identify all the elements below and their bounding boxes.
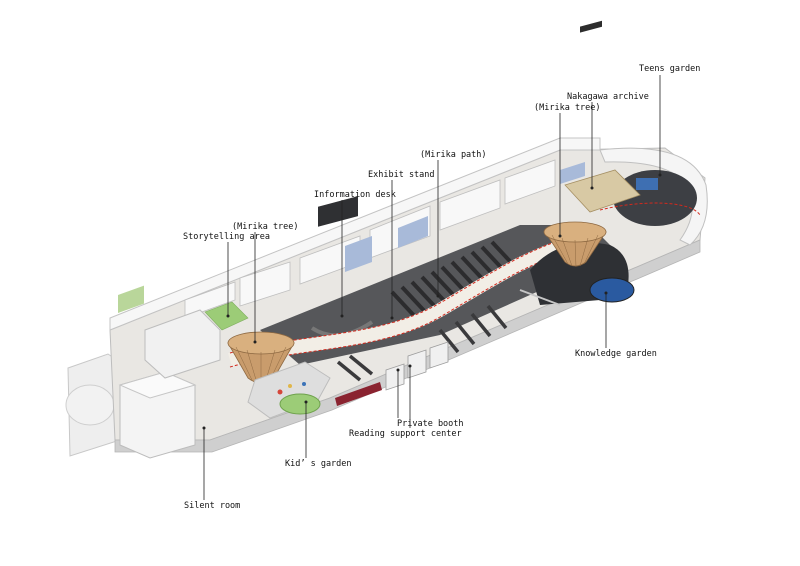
bookshelves-front <box>336 304 508 382</box>
left-green-patch <box>118 285 144 314</box>
leader-dots <box>202 173 662 430</box>
label-mirika-path: (Mirika path) <box>420 150 487 160</box>
teens-garden-wall <box>599 147 708 246</box>
leader-lines <box>203 75 661 500</box>
teens-garden-rug <box>636 178 658 190</box>
left-rooms <box>144 309 221 379</box>
teens-path-dash <box>599 202 701 216</box>
label-teens-garden: Teens garden <box>639 64 700 74</box>
label-information-desk: Information desk <box>314 190 396 200</box>
label-reading-support-center: Reading support center <box>349 429 462 439</box>
nakagawa-archive <box>564 20 641 213</box>
mirika-tree-left <box>227 331 295 385</box>
knowledge-garden-shelves <box>519 242 635 306</box>
label-mirika-tree-right: (Mirika tree) <box>534 103 601 113</box>
label-mirika-tree-left: (Mirika tree) <box>232 222 299 232</box>
label-knowledge-garden: Knowledge garden <box>575 349 657 359</box>
callout-labels: Teens garden Nakagawa archive (Mirika tr… <box>183 64 700 511</box>
mirika-path-edge-a <box>229 232 581 354</box>
label-storytelling-area: Storytelling area <box>183 232 270 242</box>
label-private-booth: Private booth <box>397 419 464 429</box>
glass-panels <box>345 162 585 272</box>
private-booths <box>385 341 449 391</box>
left-annex-roof <box>65 384 115 426</box>
label-kids-garden: Kid’ s garden <box>285 459 352 469</box>
label-silent-room: Silent room <box>184 501 240 511</box>
label-nakagawa-archive: Nakagawa archive <box>567 92 649 102</box>
teens-garden-floor <box>613 170 697 226</box>
mirika-path-band <box>228 233 583 367</box>
label-exhibit-stand: Exhibit stand <box>368 170 435 180</box>
mirika-path-edge-b <box>229 246 581 368</box>
reading-support-strip <box>335 382 382 406</box>
kids-garden <box>247 361 331 419</box>
silent-room-block-top <box>118 371 197 399</box>
